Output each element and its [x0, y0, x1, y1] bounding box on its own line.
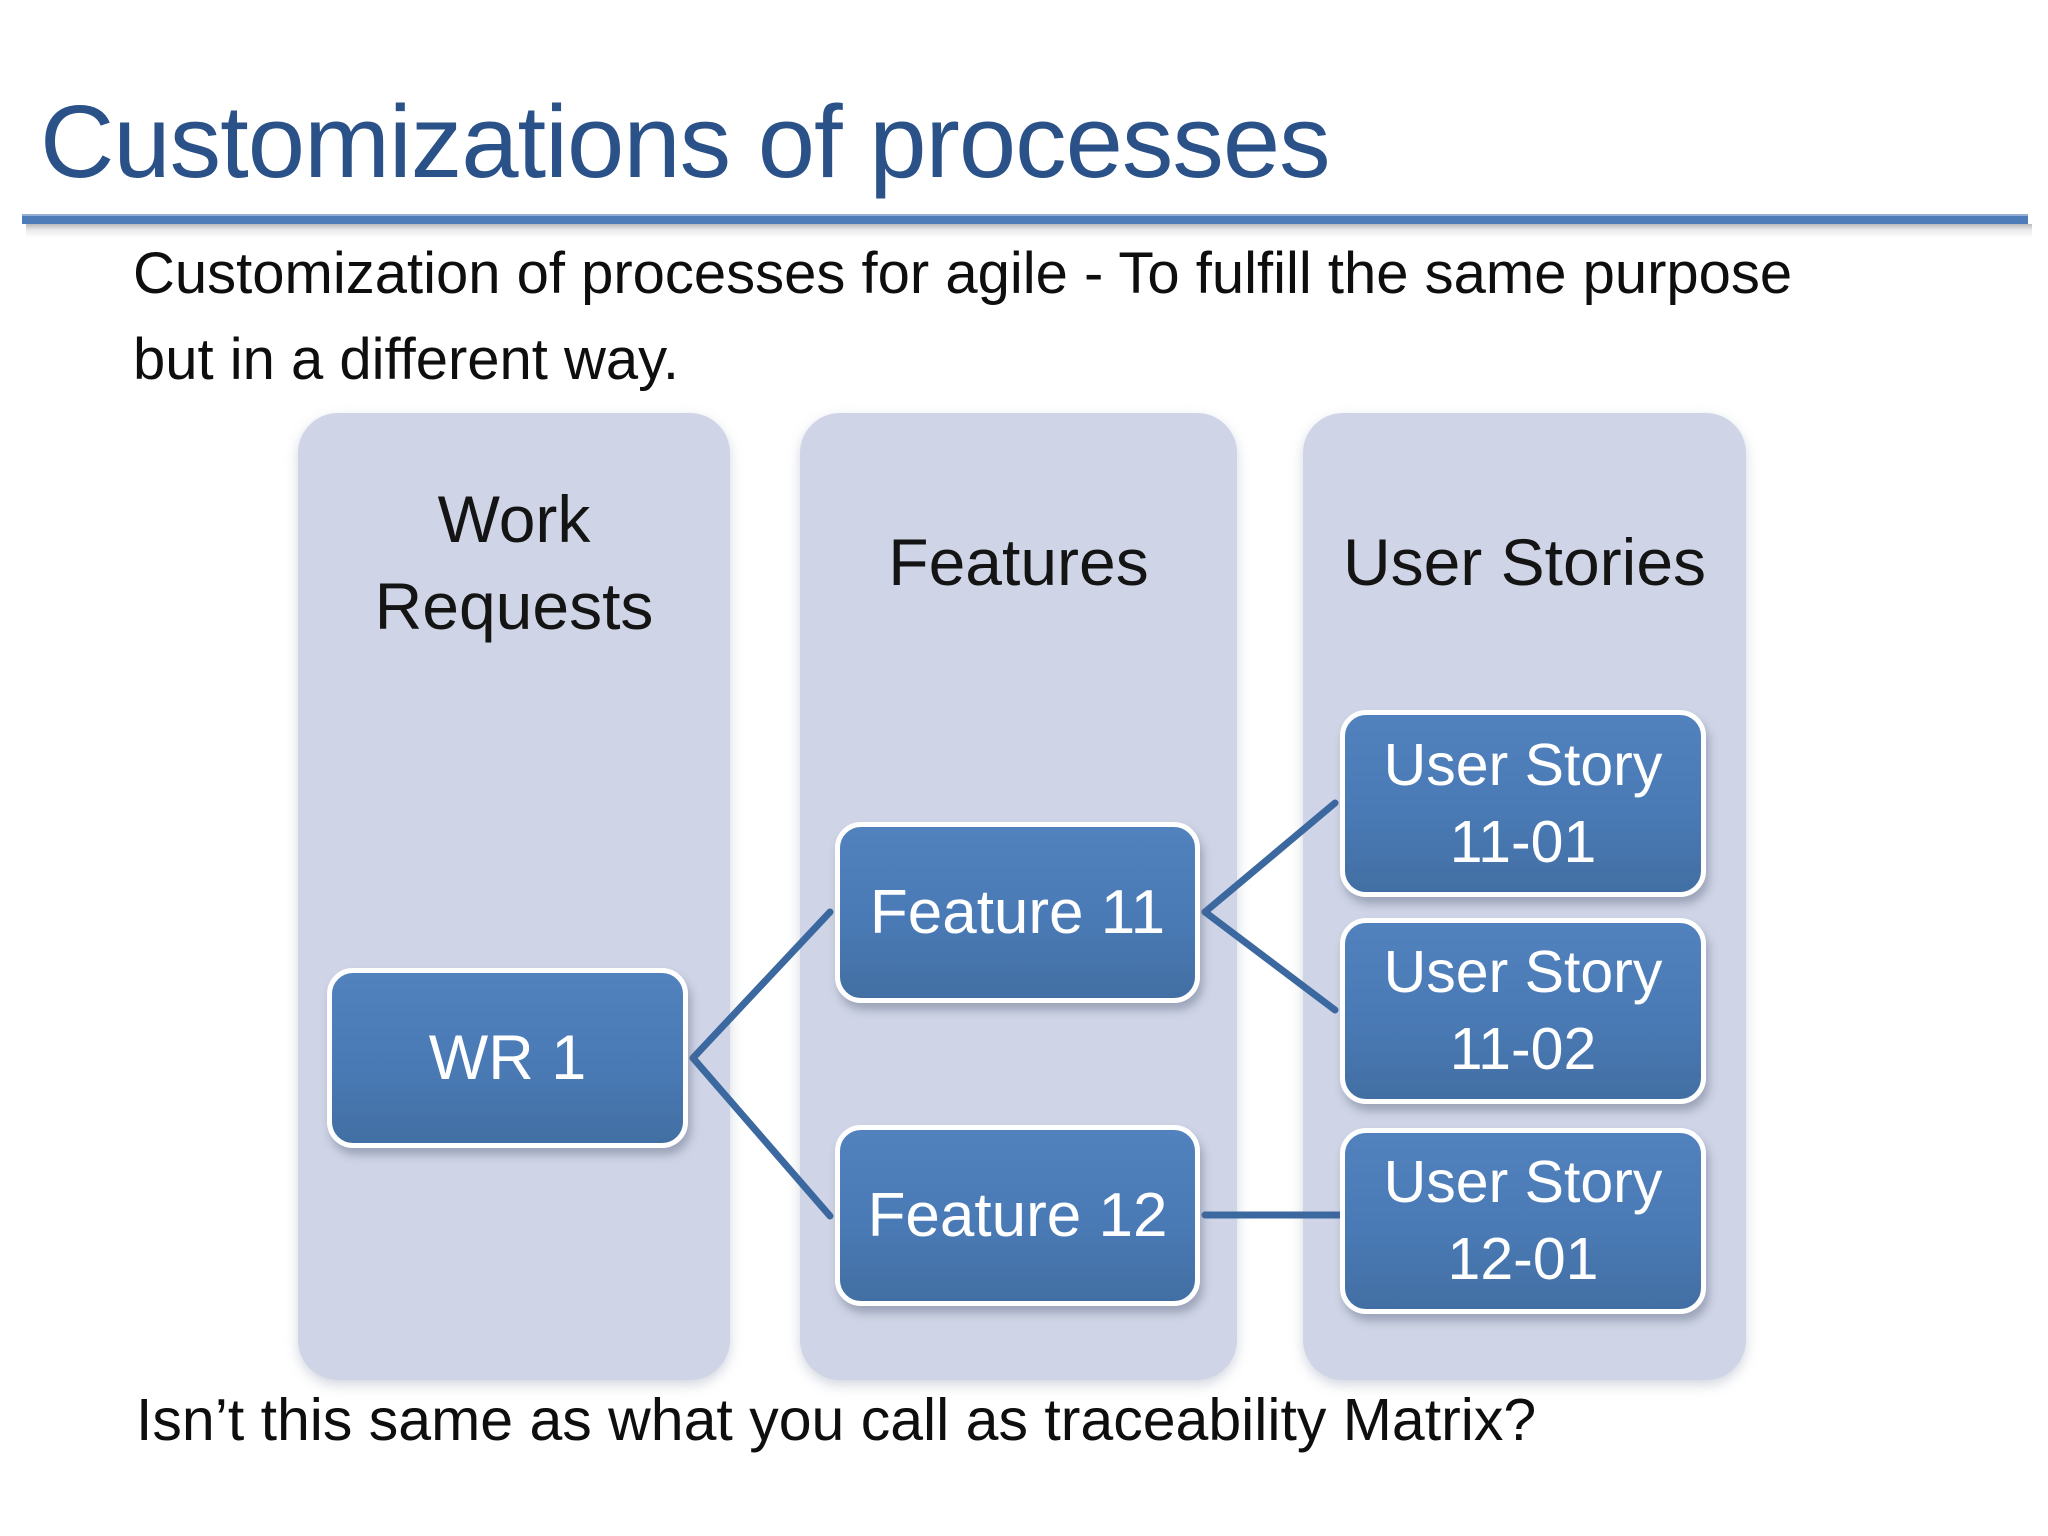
node-feature12-label: Feature 12: [867, 1181, 1168, 1250]
node-feature11: Feature 11: [835, 822, 1200, 1003]
node-feature12: Feature 12: [835, 1125, 1200, 1306]
title-rule: [22, 214, 2028, 224]
column-header-user-stories: User Stories: [1342, 525, 1707, 600]
node-user-story-11-01-label: User Story 11-01: [1383, 731, 1663, 875]
title-rule-shadow: [26, 224, 2032, 238]
node-user-story-12-01-label: User Story 12-01: [1383, 1149, 1663, 1292]
column-work-requests: Work Requests: [298, 413, 730, 1380]
column-header-work-requests: Work Requests: [374, 481, 654, 643]
slide-title: Customizations of processes: [40, 84, 1331, 199]
node-user-story-12-01: User Story 12-01: [1340, 1128, 1706, 1314]
node-user-story-11-02-label: User Story 11-02: [1383, 939, 1663, 1082]
column-header-features: Features: [888, 525, 1149, 600]
node-wr1: WR 1: [327, 968, 688, 1148]
node-feature11-label: Feature 11: [869, 878, 1166, 947]
footer-question: Isn’t this same as what you call as trac…: [136, 1387, 1537, 1453]
node-user-story-11-02: User Story 11-02: [1340, 918, 1706, 1104]
node-wr1-label: WR 1: [428, 1023, 587, 1093]
body-text-line2: but in a different way.: [133, 327, 679, 392]
body-text-line1: Customization of processes for agile - T…: [133, 241, 1793, 306]
node-user-story-11-01: User Story 11-01: [1340, 710, 1706, 897]
